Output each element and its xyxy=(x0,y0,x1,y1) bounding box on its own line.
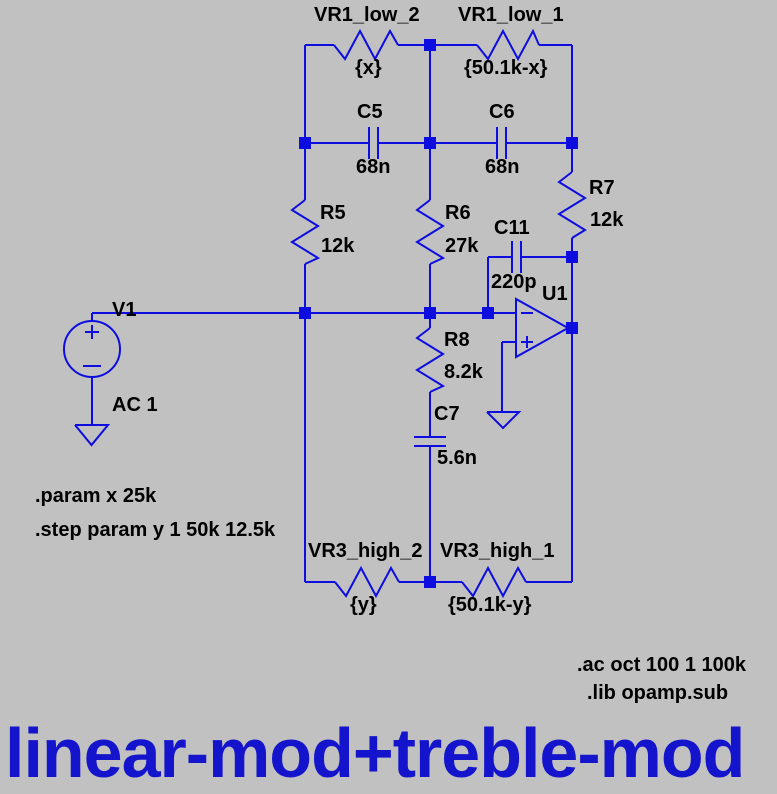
label-r5[interactable]: R5 xyxy=(320,202,346,224)
label-vr1-low-2[interactable]: VR1_low_2 xyxy=(314,4,420,26)
directive-param[interactable]: .param x 25k xyxy=(35,485,157,507)
label-c11[interactable]: C11 xyxy=(494,217,530,239)
junction-nodes xyxy=(299,39,578,588)
value-c11[interactable]: 220p xyxy=(491,271,537,293)
voltage-source-v1-symbol[interactable] xyxy=(63,320,121,378)
label-c5[interactable]: C5 xyxy=(357,101,383,123)
value-c5[interactable]: 68n xyxy=(356,156,391,178)
label-vr1-low-1[interactable]: VR1_low_1 xyxy=(458,4,564,26)
opamp-u1-symbol[interactable] xyxy=(515,297,571,359)
label-r7[interactable]: R7 xyxy=(589,177,615,199)
junction-node xyxy=(299,307,311,319)
directive-ac[interactable]: .ac oct 100 1 100k xyxy=(577,654,747,676)
label-r6[interactable]: R6 xyxy=(445,202,471,224)
wires xyxy=(91,44,573,583)
junction-node xyxy=(424,307,436,319)
capacitor-c7-symbol[interactable] xyxy=(414,436,446,447)
junction-node xyxy=(299,137,311,149)
value-r7[interactable]: 12k xyxy=(590,209,624,231)
junction-node xyxy=(566,322,578,334)
ground-opamp-icon[interactable] xyxy=(486,411,522,430)
label-u1[interactable]: U1 xyxy=(542,283,568,305)
wire xyxy=(501,341,516,412)
value-vr1-low-2[interactable]: {x} xyxy=(355,57,382,79)
value-vr3-high-2[interactable]: {y} xyxy=(350,594,377,616)
value-r5[interactable]: 12k xyxy=(321,235,355,257)
label-r8[interactable]: R8 xyxy=(444,329,470,351)
junction-node xyxy=(424,137,436,149)
value-vr3-high-1[interactable]: {50.1k-y} xyxy=(448,594,532,616)
value-v1[interactable]: AC 1 xyxy=(112,394,158,416)
junction-node xyxy=(482,307,494,319)
plus-icon xyxy=(85,325,99,339)
wire xyxy=(487,256,572,313)
capacitor-c6-symbol[interactable] xyxy=(496,127,507,159)
capacitor-c11-symbol[interactable] xyxy=(511,241,522,273)
value-c7[interactable]: 5.6n xyxy=(437,447,478,469)
junction-node xyxy=(424,39,436,51)
junction-node xyxy=(566,137,578,149)
noninverting-input-plus-icon xyxy=(521,336,533,348)
label-vr3-high-1[interactable]: VR3_high_1 xyxy=(440,540,555,562)
capacitor-c5-symbol[interactable] xyxy=(368,127,379,159)
resistor-vr3-high-2-symbol[interactable] xyxy=(334,565,400,599)
resistor-r8-symbol[interactable] xyxy=(415,327,446,393)
value-c6[interactable]: 68n xyxy=(485,156,520,178)
value-r8[interactable]: 8.2k xyxy=(444,361,483,383)
schematic-title[interactable]: linear-mod+treble-mod xyxy=(5,714,745,792)
ground-v1-icon[interactable] xyxy=(74,424,111,447)
value-r6[interactable]: 27k xyxy=(445,235,479,257)
resistor-r5-symbol[interactable] xyxy=(290,199,321,265)
resistor-vr1-low-1-symbol[interactable] xyxy=(476,28,540,62)
label-vr3-high-2[interactable]: VR3_high_2 xyxy=(308,540,423,562)
directive-step[interactable]: .step param y 1 50k 12.5k xyxy=(35,519,276,541)
label-v1[interactable]: V1 xyxy=(112,299,137,321)
resistor-r6-symbol[interactable] xyxy=(415,199,446,265)
resistor-r7-symbol[interactable] xyxy=(557,171,587,239)
resistor-vr1-low-2-symbol[interactable] xyxy=(333,28,399,62)
directive-lib[interactable]: .lib opamp.sub xyxy=(587,682,729,704)
label-c7[interactable]: C7 xyxy=(434,403,460,425)
label-c6[interactable]: C6 xyxy=(489,101,515,123)
value-vr1-low-1[interactable]: {50.1k-x} xyxy=(464,57,548,79)
resistor-vr3-high-1-symbol[interactable] xyxy=(461,565,527,599)
junction-node xyxy=(566,251,578,263)
junction-node xyxy=(424,576,436,588)
